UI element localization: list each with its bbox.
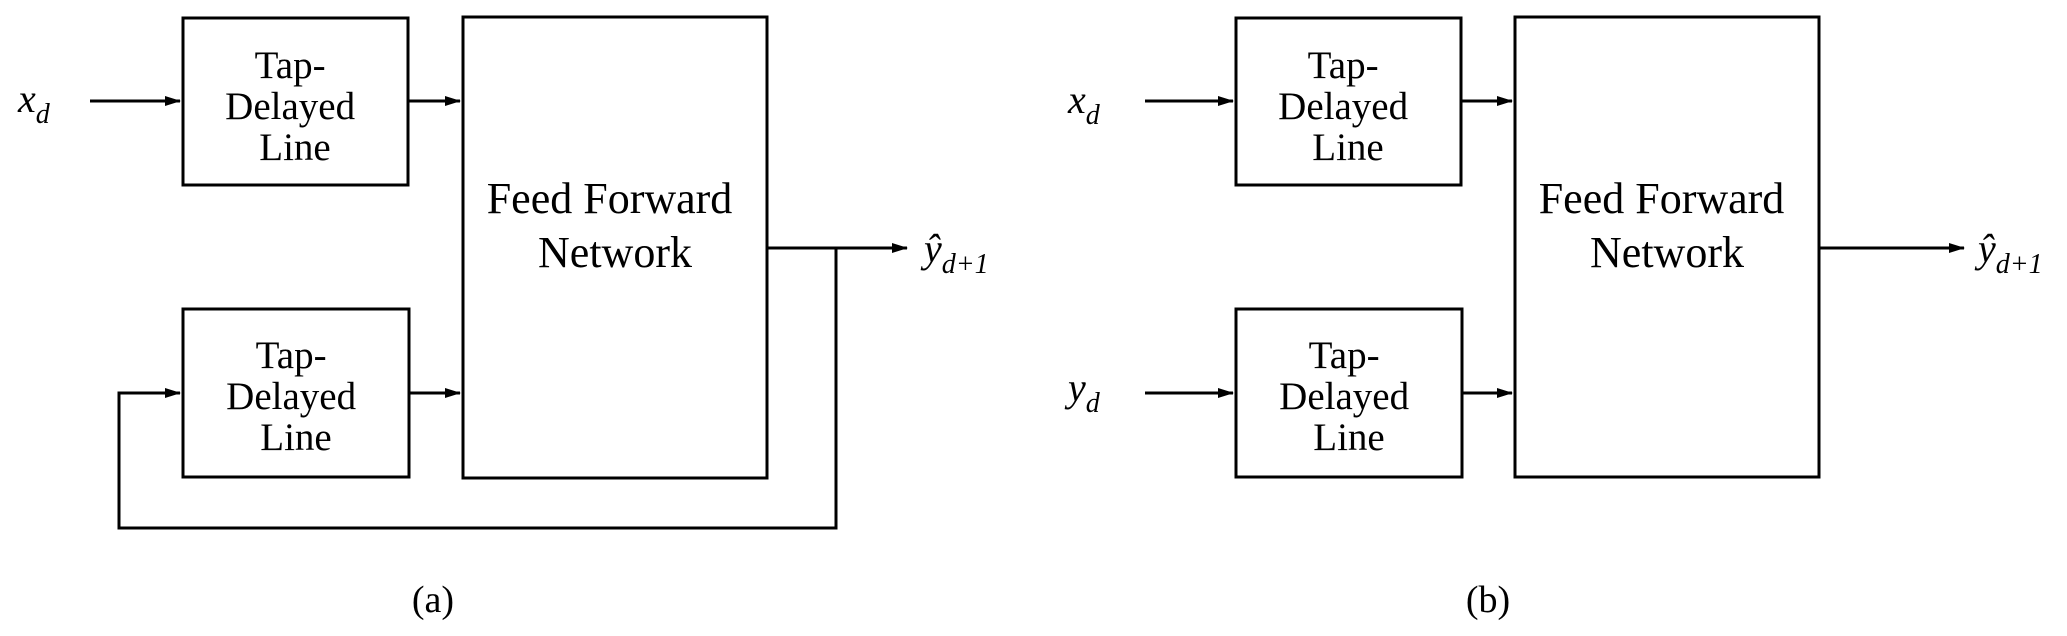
input-label-xd-b-base: x [1067, 77, 1086, 122]
ffn-box-b [1513, 15, 1821, 479]
tdl-box-b-top-line3: Line [1312, 126, 1383, 169]
feedback-connector-a [117, 248, 838, 530]
tdl-box-b-top [1234, 16, 1463, 187]
diagram-b: xd yd Tap- Delayed Line Tap- Delayed Lin… [1064, 15, 2043, 621]
input-label-xd-a-base: x [17, 76, 36, 121]
ffn-box-a [461, 15, 769, 480]
input-label-yd-b-base: y [1064, 365, 1086, 410]
tdl-box-a-top-line1: Tap- [255, 44, 326, 87]
tdl-box-b-bottom [1234, 307, 1464, 479]
caption-a: (a) [412, 579, 454, 621]
output-label-a-base: ŷ [920, 226, 942, 271]
input-label-yd-b-sub: d [1086, 388, 1101, 419]
tdl-box-a-top [181, 16, 410, 187]
tdl-box-b-bottom-line3: Line [1313, 416, 1384, 459]
tdl-box-b-top-line1: Tap- [1308, 44, 1379, 87]
ffn-box-b-line1: Feed Forward [1539, 174, 1785, 223]
tdl-box-a-top-line3: Line [259, 126, 330, 169]
tdl-box-a-top-label: Tap- Delayed Line [225, 44, 365, 169]
tdl-box-a-bottom-label: Tap- Delayed Line [226, 334, 366, 459]
ffn-box-a-line2: Network [538, 228, 692, 277]
tdl-box-b-bottom-line1: Tap- [1309, 334, 1380, 377]
input-label-xd-b-sub: d [1086, 100, 1101, 131]
output-label-b: ŷd+1 [1974, 226, 2043, 280]
tdl-box-a-top-line2: Delayed [225, 85, 355, 128]
output-label-a: ŷd+1 [920, 226, 989, 280]
input-label-yd-b: yd [1064, 365, 1101, 419]
ffn-box-a-line1: Feed Forward [487, 174, 733, 223]
tdl-box-b-bottom-label: Tap- Delayed Line [1279, 334, 1419, 459]
tdl-box-b-top-line2: Delayed [1278, 85, 1408, 128]
output-label-b-base: ŷ [1974, 226, 1996, 271]
output-label-a-sub: d+1 [942, 249, 989, 280]
input-label-xd-a: xd [17, 76, 51, 130]
diagram-a: xd Tap- Delayed Line Tap- Delayed Line F… [17, 15, 989, 621]
ffn-box-b-line2: Network [1590, 228, 1744, 277]
input-label-xd-b: xd [1067, 77, 1101, 131]
input-label-xd-a-sub: d [36, 99, 51, 130]
ffn-box-a-label: Feed Forward Network [487, 174, 744, 277]
tdl-box-a-bottom-line2: Delayed [226, 375, 356, 418]
tdl-box-a-bottom-line3: Line [260, 416, 331, 459]
tdl-box-a-bottom-line1: Tap- [256, 334, 327, 377]
output-label-b-sub: d+1 [1996, 249, 2043, 280]
tdl-box-b-top-label: Tap- Delayed Line [1278, 44, 1418, 169]
caption-b: (b) [1466, 579, 1510, 621]
tdl-box-a-bottom [181, 307, 411, 479]
tdl-box-b-bottom-line2: Delayed [1279, 375, 1409, 418]
ffn-box-b-label: Feed Forward Network [1539, 174, 1796, 277]
